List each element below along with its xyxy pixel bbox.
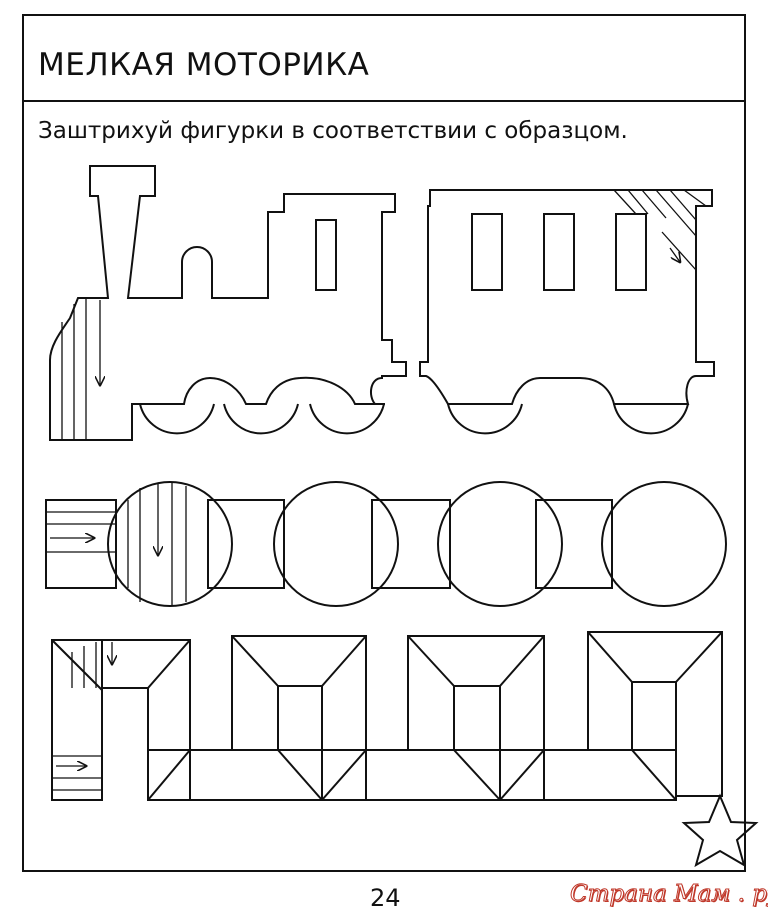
- page-number: 24: [370, 884, 401, 912]
- circles-rectangles-outline: [45, 481, 727, 607]
- page-title: МЕЛКАЯ МОТОРИКА: [38, 47, 370, 83]
- row3-hatch-sample: [52, 642, 112, 791]
- title-divider: [24, 100, 744, 102]
- carriage-hatch-sample: [613, 189, 707, 271]
- star-outline-icon: [681, 793, 759, 868]
- instruction-text: Заштрихуй фигурки в соответствии с образ…: [38, 118, 628, 144]
- worksheet-frame: МЕЛКАЯ МОТОРИКА Заштрихуй фигурки в соот…: [22, 14, 746, 872]
- watermark-logo: Страна Мам . ру: [569, 881, 768, 907]
- carriage-outline: [419, 189, 715, 435]
- row2-hatch-sample: [46, 482, 187, 606]
- locomotive-hatch-sample: [61, 298, 100, 440]
- bracket-chain-outline: [51, 631, 723, 801]
- locomotive-outline: [49, 165, 407, 441]
